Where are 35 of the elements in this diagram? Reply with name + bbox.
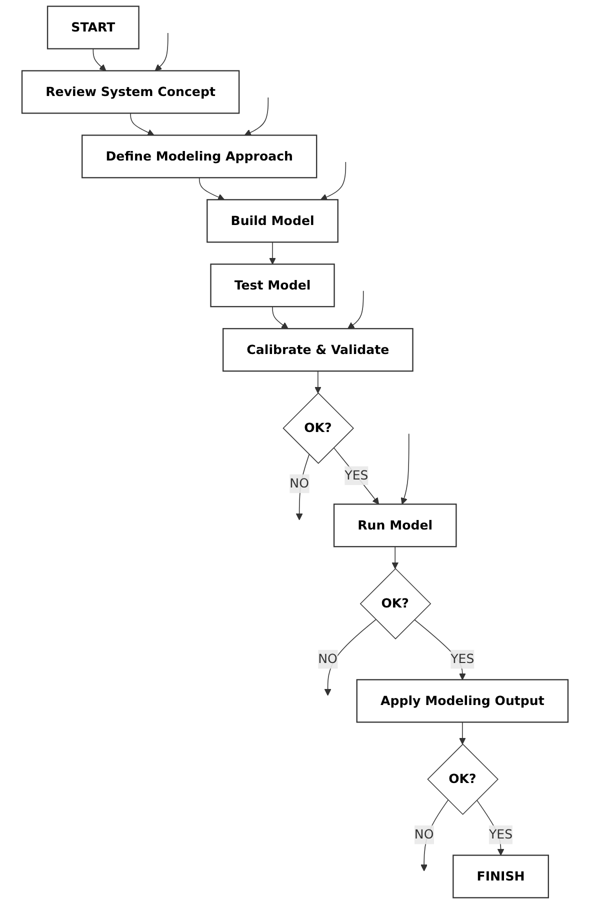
arrow bbox=[324, 619, 376, 696]
arrow bbox=[92, 48, 106, 72]
arrow bbox=[244, 97, 269, 136]
arrow bbox=[348, 290, 364, 329]
node-box: FINISH bbox=[452, 854, 549, 898]
edge-label: YES bbox=[450, 651, 474, 666]
arrow bbox=[272, 306, 288, 329]
arrow bbox=[154, 32, 168, 72]
edge-label: YES bbox=[488, 826, 513, 842]
edge-label: NO bbox=[318, 651, 338, 666]
node-box: Run Model bbox=[333, 504, 457, 548]
node-box: Define Modeling Approach bbox=[82, 134, 318, 178]
node-box: START bbox=[46, 6, 140, 50]
node-box: Build Model bbox=[206, 199, 338, 243]
arrow bbox=[400, 433, 410, 504]
edge-label: NO bbox=[414, 826, 434, 842]
arrow bbox=[314, 370, 322, 394]
node-box: Test Model bbox=[210, 264, 335, 308]
arrow bbox=[420, 800, 448, 872]
edge-label: NO bbox=[290, 476, 309, 491]
arrow bbox=[392, 546, 399, 569]
arrow bbox=[269, 242, 276, 264]
arrow bbox=[320, 162, 346, 200]
node-diamond: OK? bbox=[427, 744, 498, 815]
arrow bbox=[458, 722, 466, 744]
edge-label: YES bbox=[344, 468, 368, 483]
node-box: Review System Concept bbox=[21, 70, 240, 114]
arrow bbox=[198, 177, 225, 200]
node-diamond: OK? bbox=[282, 392, 354, 464]
node-diamond: OK? bbox=[360, 568, 432, 640]
arrow bbox=[333, 447, 380, 504]
arrow bbox=[130, 112, 154, 136]
node-box: Calibrate & Validate bbox=[222, 328, 414, 372]
arrow bbox=[414, 619, 466, 680]
node-box: Apply Modeling Output bbox=[356, 679, 569, 723]
